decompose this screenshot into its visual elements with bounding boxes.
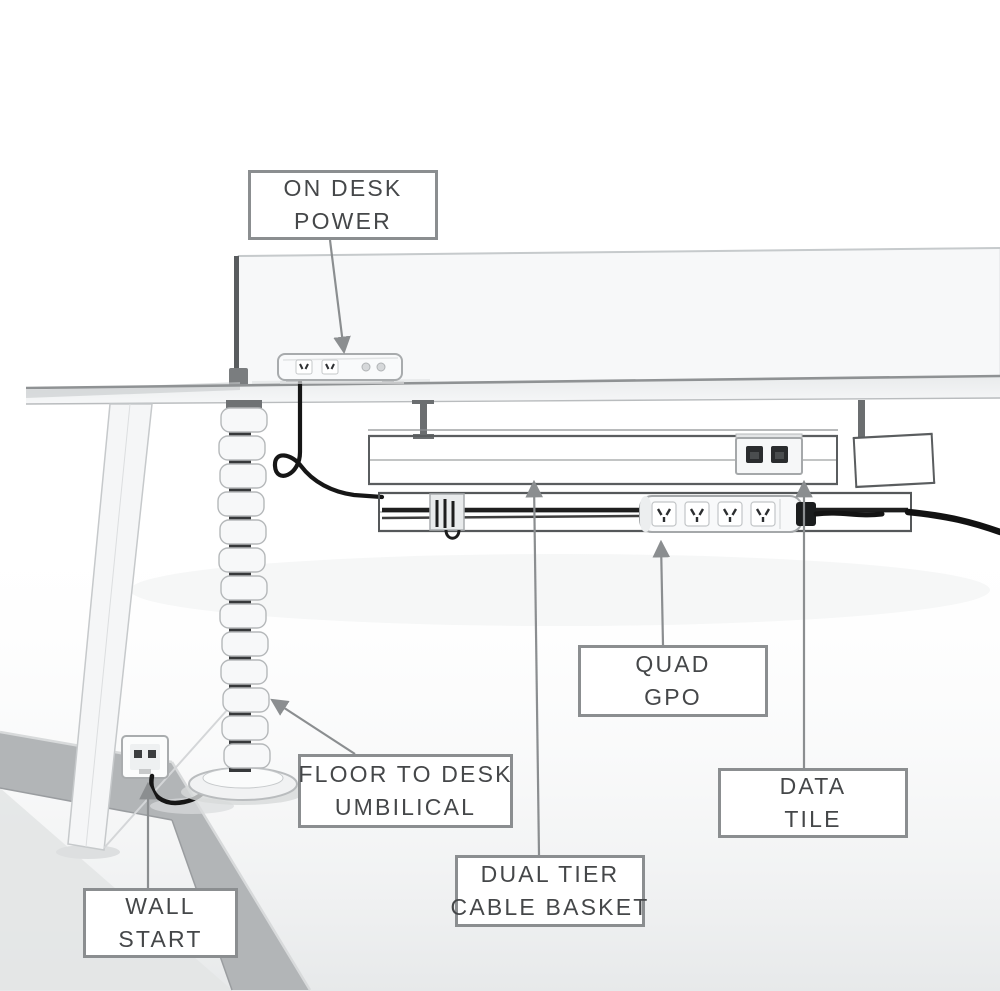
wall-outlet — [121, 735, 169, 779]
exit-cable — [904, 508, 1000, 536]
callout-data-tile-line2: TILE — [784, 806, 842, 832]
privacy-screen — [229, 247, 1000, 392]
callout-quad-gpo-line2: GPO — [644, 684, 702, 710]
under-desk-cable — [272, 379, 385, 500]
leader-quad-gpo — [652, 539, 671, 646]
leader-lines — [139, 239, 813, 888]
rear-leg-strut — [103, 699, 237, 849]
desk-leg — [56, 403, 237, 859]
callout-quad-gpo: QUAD GPO — [578, 645, 768, 717]
callout-on-desk-power-line2: POWER — [294, 208, 392, 234]
gpo-socket — [750, 501, 776, 527]
callout-wall-start: WALL START — [83, 888, 238, 958]
desk-socket — [321, 359, 339, 375]
callout-dual-tier-cable-basket: DUAL TIER CABLE BASKET — [451, 855, 647, 927]
callout-data-tile: DATA TILE — [718, 768, 908, 838]
callout-dual-tier-line1: DUAL TIER — [480, 861, 620, 888]
gpo-plug — [796, 502, 816, 526]
leader-on-desk-power — [328, 239, 351, 355]
quad-gpo-unit — [639, 495, 885, 533]
callout-data-tile-line1: DATA — [779, 773, 847, 800]
outlet-socket — [134, 750, 142, 758]
basket-bracket-right — [858, 400, 865, 438]
upper-cable-basket — [368, 429, 936, 489]
callout-dual-tier-line2: CABLE BASKET — [450, 894, 650, 920]
data-tile-unit — [735, 433, 803, 475]
on-desk-power-unit — [277, 353, 404, 384]
basket-bracket-left — [412, 400, 434, 439]
gpo-socket — [651, 501, 677, 527]
desk-socket — [295, 359, 313, 375]
callout-quad-gpo-line1: QUAD — [635, 651, 711, 678]
callout-on-desk-power-line1: ON DESK — [283, 175, 403, 202]
upper-basket-end-segment — [852, 432, 936, 489]
callout-floor-to-desk-umbilical: FLOOR TO DESK UMBILICAL — [298, 754, 513, 828]
gpo-socket — [717, 501, 743, 527]
callout-umbilical-line2: UMBILICAL — [334, 794, 477, 820]
leader-umbilical — [270, 698, 356, 755]
leader-dual-tier — [525, 479, 544, 856]
outlet-socket — [148, 750, 156, 758]
screen-edge-post — [234, 256, 239, 386]
basket-joiner-block — [429, 493, 465, 531]
umbilical-spine — [217, 400, 271, 772]
callout-wall-start-line1: WALL — [125, 893, 196, 920]
gpo-socket — [684, 501, 710, 527]
callout-umbilical-line1: FLOOR TO DESK — [298, 761, 513, 788]
callout-on-desk-power: ON DESK POWER — [248, 170, 438, 240]
umbilical-base — [181, 767, 305, 805]
callout-wall-start-line2: START — [118, 926, 203, 952]
